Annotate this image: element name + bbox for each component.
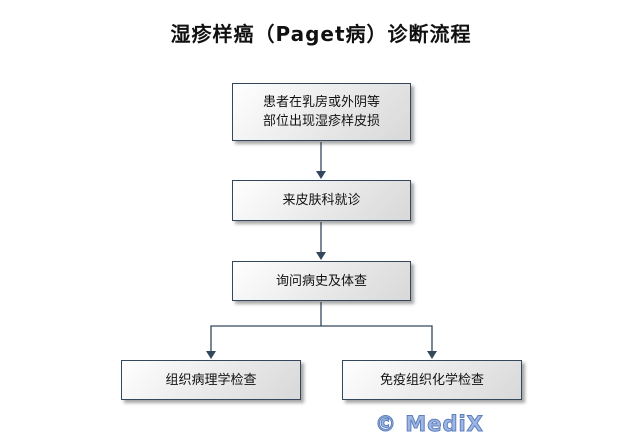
step-label: 组织病理学检查 <box>165 372 257 388</box>
arrow-3-4 <box>206 325 321 359</box>
step-history-exam: 询问病史及体查 <box>232 261 411 301</box>
step-label: 免疫组织化学检查 <box>379 372 484 388</box>
step-immunohistochemistry: 免疫组织化学检查 <box>342 360 522 400</box>
step-label: 来皮肤科就诊 <box>282 193 361 208</box>
step-dermatology-visit: 来皮肤科就诊 <box>232 180 411 221</box>
step-symptoms: 患者在乳房或外阴等部位出现湿疹样皮损 <box>232 83 411 141</box>
arrow-3-5 <box>321 325 437 359</box>
step-histopathology: 组织病理学检查 <box>121 360 301 400</box>
step-symptoms-line1: 患者在乳房或外阴等 <box>262 95 380 110</box>
watermark: © MediX <box>375 412 484 437</box>
step-symptoms-line2: 部位出现湿疹样皮损 <box>262 114 380 129</box>
diagram-title: 湿疹样癌（Paget病）诊断流程 <box>170 22 472 46</box>
step-label: 询问病史及体查 <box>275 273 367 289</box>
